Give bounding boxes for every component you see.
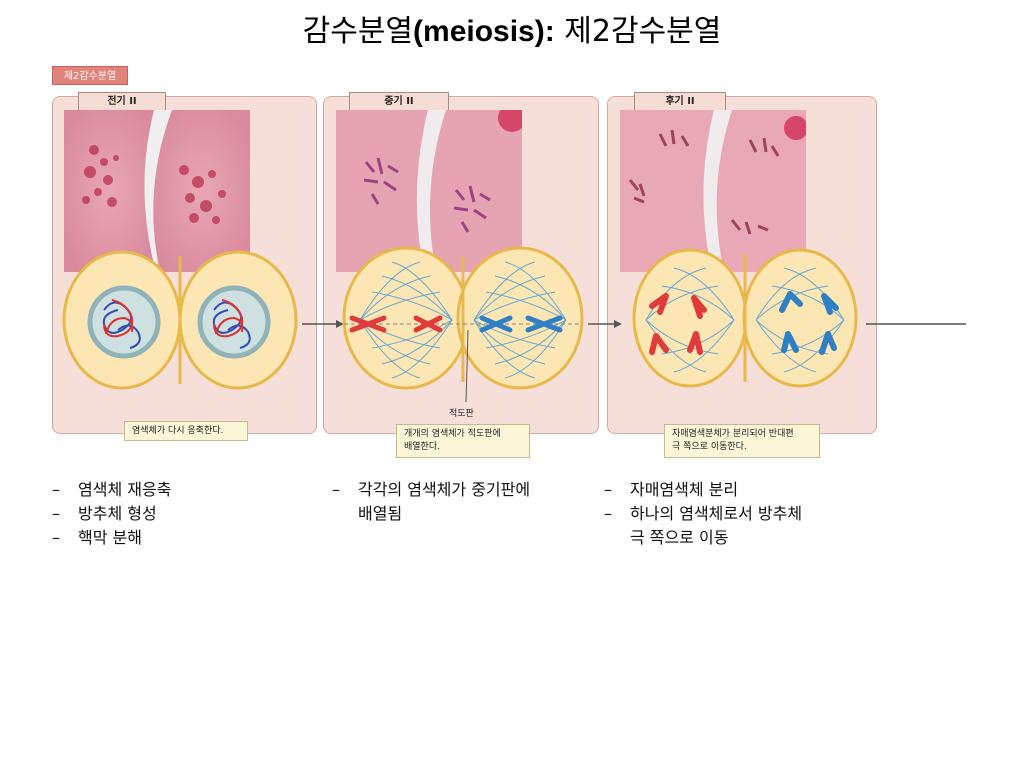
caption-anaphase-line2: 극 쪽으로 이동한다. bbox=[672, 442, 747, 452]
note-item: –자매염색체 분리 bbox=[604, 480, 739, 499]
prophase-cells bbox=[62, 250, 298, 390]
caption-prophase-text: 염색체가 다시 응축한다. bbox=[132, 426, 224, 436]
metaphase-cells bbox=[342, 246, 584, 403]
note-text: 각각의 염색체가 중기판에 bbox=[358, 480, 531, 499]
page-title: 감수분열(meiosis): 제2감수분열 bbox=[0, 6, 1024, 50]
caption-prophase: 염색체가 다시 응축한다. bbox=[124, 421, 248, 441]
caption-anaphase: 자매염색분체가 분리되어 반대편 극 쪽으로 이동한다. bbox=[664, 424, 820, 458]
note-text: 배열됨 bbox=[358, 504, 403, 523]
note-item: –하나의 염색체로서 방추체 bbox=[604, 504, 803, 523]
micrograph-anaphase bbox=[620, 110, 806, 272]
micrograph-prophase bbox=[64, 110, 250, 272]
note-text: 방추체 형성 bbox=[78, 504, 157, 523]
note-item: –핵막 분해 bbox=[52, 528, 142, 547]
notes-prophase: –염색체 재응축 –방추체 형성 –핵막 분해 bbox=[52, 478, 292, 550]
note-continuation: 극 쪽으로 이동 bbox=[604, 526, 884, 550]
notes-anaphase: –자매염색체 분리 –하나의 염색체로서 방추체 극 쪽으로 이동 bbox=[604, 478, 884, 550]
note-text: 염색체 재응축 bbox=[78, 480, 172, 499]
notes-metaphase: –각각의 염색체가 중기판에 배열됨 bbox=[332, 478, 602, 526]
note-text: 하나의 염색체로서 방추체 bbox=[630, 504, 803, 523]
anaphase-cells bbox=[632, 248, 858, 388]
section-label: 제2감수분열 bbox=[52, 66, 128, 85]
title-korean-prefix: 감수분열 bbox=[302, 14, 414, 49]
note-continuation: 배열됨 bbox=[332, 502, 602, 526]
caption-metaphase: 개개의 염색체가 적도판에 배열한다. bbox=[396, 424, 530, 458]
note-text: 극 쪽으로 이동 bbox=[630, 528, 729, 547]
title-korean-suffix: 제2감수분열 bbox=[564, 14, 722, 49]
note-item: –염색체 재응축 bbox=[52, 480, 172, 499]
metaphase-plate-label: 적도판 bbox=[449, 409, 474, 419]
note-text: 자매염색체 분리 bbox=[630, 480, 739, 499]
note-item: –방추체 형성 bbox=[52, 504, 157, 523]
caption-metaphase-line1: 개개의 염색체가 적도판에 bbox=[404, 429, 501, 439]
caption-anaphase-line1: 자매염색분체가 분리되어 반대편 bbox=[672, 429, 794, 439]
note-item: –각각의 염색체가 중기판에 bbox=[332, 480, 531, 499]
note-text: 핵막 분해 bbox=[78, 528, 142, 547]
title-latin: (meiosis): bbox=[413, 15, 555, 48]
caption-metaphase-line2: 배열한다. bbox=[404, 442, 440, 452]
micrograph-metaphase bbox=[336, 110, 522, 272]
